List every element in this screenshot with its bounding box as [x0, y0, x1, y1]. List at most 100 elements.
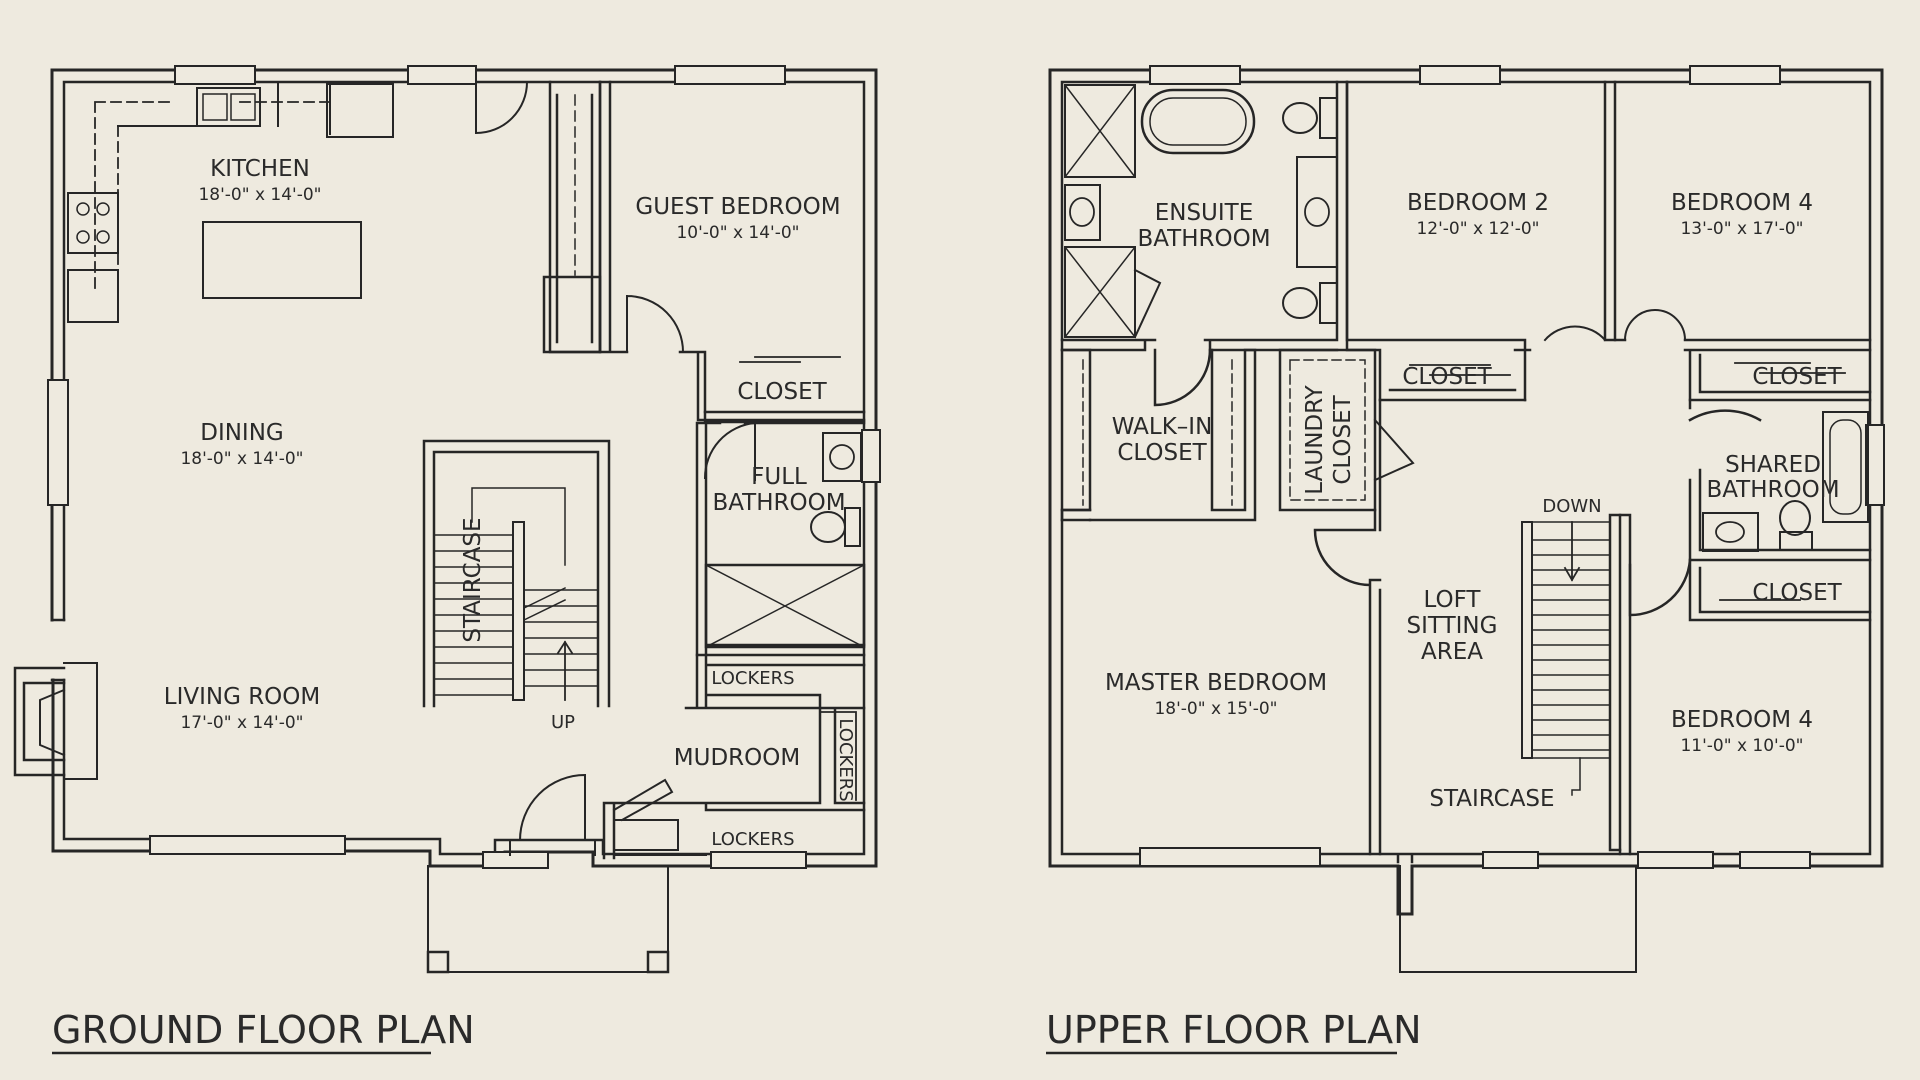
bedroom2-closet	[1378, 388, 1527, 402]
upper-staircase-treads	[1531, 539, 1611, 751]
kitchen-appliance	[326, 83, 394, 138]
porch-post-left	[426, 950, 450, 974]
bedroom2-label: BEDROOM 2	[1407, 190, 1549, 216]
kitchen-counter-edge	[117, 81, 331, 135]
kitchen-stove	[67, 192, 119, 254]
ensuite-vanity-left	[1064, 184, 1101, 241]
ensuite-toilet-bottom	[1282, 287, 1318, 319]
lockers-bottom-label: LOCKERS	[711, 829, 794, 850]
ground-floor-labels: KITCHEN 18'-0" x 14'-0" DINING 18'-0" x …	[52, 156, 856, 1055]
loft-label-1: LOFT	[1424, 587, 1482, 613]
kitchen-dimension: 18'-0" x 14'-0"	[198, 185, 321, 205]
ensuite-toilet-top	[1282, 102, 1318, 134]
stair-down-arrow	[1563, 521, 1581, 582]
bath-door-swing	[703, 421, 757, 481]
shared-toilet	[1779, 500, 1811, 536]
walkin-shelf	[1082, 359, 1233, 506]
ground-floor-title: GROUND FLOOR PLAN	[52, 1008, 475, 1052]
full-bathroom-wall	[695, 410, 866, 657]
ensuite-shower-bottom	[1064, 246, 1136, 338]
closet-slider-b2	[1409, 364, 1511, 376]
upper-porch-roof	[1399, 865, 1637, 973]
lockers-side-label: LOCKERS	[835, 718, 856, 801]
loft-label-2: SITTING	[1407, 613, 1498, 639]
upper-windows	[1139, 65, 1885, 869]
shared-vanity	[1702, 512, 1759, 552]
ensuite-label-1: ENSUITE	[1155, 200, 1254, 226]
bedroom4b-wall	[1618, 513, 1692, 856]
upper-staircase-label: STAIRCASE	[1429, 786, 1554, 812]
walkin-closet-label-2: CLOSET	[1117, 440, 1207, 466]
guest-bedroom-wall	[598, 80, 866, 422]
bath-sink	[822, 432, 862, 482]
ensuite-shower-top	[1064, 84, 1136, 178]
laundry-label-2: CLOSET	[1330, 394, 1356, 484]
full-bathroom-label-1: FULL	[751, 464, 807, 490]
laundry-closet	[1278, 348, 1377, 512]
bedroom4-closet-label: CLOSET	[1752, 364, 1842, 390]
shared-bathroom-label-2: BATHROOM	[1706, 477, 1839, 503]
closet-slider-hall	[1719, 599, 1841, 613]
bedroom4-upper-label: BEDROOM 4	[1671, 190, 1813, 216]
kitchen-label: KITCHEN	[210, 156, 310, 182]
mud-door	[612, 778, 674, 822]
ensuite-shower-door	[1133, 268, 1162, 339]
bedroom4-lower-label: BEDROOM 4	[1671, 707, 1813, 733]
kitchen-counter	[94, 101, 331, 291]
shared-bathroom-label-1: SHARED	[1725, 452, 1821, 478]
fireplace-hearth	[63, 662, 98, 780]
walkin-closet-wall	[1060, 348, 1257, 522]
master-bedroom-dimension: 18'-0" x 15'-0"	[1154, 699, 1277, 719]
mudroom-label: MUDROOM	[674, 745, 800, 771]
guest-bedroom-label: GUEST BEDROOM	[635, 194, 840, 220]
front-hall-door	[475, 80, 529, 135]
upper-floor-plan	[1048, 65, 1885, 973]
stair-down-label: DOWN	[1542, 496, 1601, 517]
ensuite-label-2: BATHROOM	[1137, 226, 1270, 252]
porch	[427, 865, 669, 973]
porch-post-right	[646, 950, 670, 974]
staircase-treads	[433, 534, 599, 696]
guest-closet-label: CLOSET	[737, 379, 827, 405]
ensuite-vanity-right	[1296, 156, 1338, 268]
entry-door	[518, 773, 586, 842]
laundry-label-1: LAUNDRY	[1302, 384, 1328, 494]
master-bedroom-label: MASTER BEDROOM	[1105, 670, 1327, 696]
bedroom2-closet-label: CLOSET	[1402, 364, 1492, 390]
staircase-wall	[422, 439, 611, 708]
loft-label-3: AREA	[1421, 639, 1483, 665]
bath-shower	[704, 563, 866, 649]
stair-rail	[512, 521, 525, 701]
master-bedroom-wall	[1060, 398, 1382, 856]
laundry-door	[1373, 418, 1415, 482]
upper-floor-labels: ENSUITE BATHROOM BEDROOM 2 12'-0" x 12'-…	[1046, 190, 1843, 1055]
closet-slider-b4	[1734, 362, 1846, 374]
bedroom2-wall	[1345, 80, 1617, 402]
kitchen-fridge	[67, 269, 119, 323]
mud-bench	[613, 819, 679, 851]
ensuite-tub	[1140, 88, 1256, 155]
fireplace	[13, 618, 66, 777]
stair-up-arrow	[556, 640, 574, 701]
upper-floor-title: UPPER FLOOR PLAN	[1046, 1008, 1422, 1052]
shared-tub	[1822, 411, 1869, 523]
bedroom2-dimension: 12'-0" x 12'-0"	[1416, 219, 1539, 239]
living-room-label: LIVING ROOM	[164, 684, 321, 710]
fireplace-firebox	[39, 688, 66, 757]
living-room-dimension: 17'-0" x 14'-0"	[180, 713, 303, 733]
lockers-top-label: LOCKERS	[711, 668, 794, 689]
bedroom4a-door-swing	[1623, 309, 1687, 342]
bedroom2-door-swing	[1543, 325, 1607, 342]
walkin-closet-label-1: WALK–IN	[1112, 414, 1213, 440]
bath-toilet	[810, 511, 846, 543]
lockers-line	[705, 694, 857, 801]
kitchen-island	[202, 221, 362, 299]
kitchen-sink	[196, 87, 261, 127]
bedroom4-lower-dimension: 11'-0" x 10'-0"	[1680, 736, 1803, 756]
bedroom4-upper-dimension: 13'-0" x 17'-0"	[1680, 219, 1803, 239]
staircase-label: STAIRCASE	[460, 517, 486, 642]
closet-slider	[739, 356, 841, 363]
dining-dimension: 18'-0" x 14'-0"	[180, 449, 303, 469]
guest-door-swing	[625, 294, 685, 354]
